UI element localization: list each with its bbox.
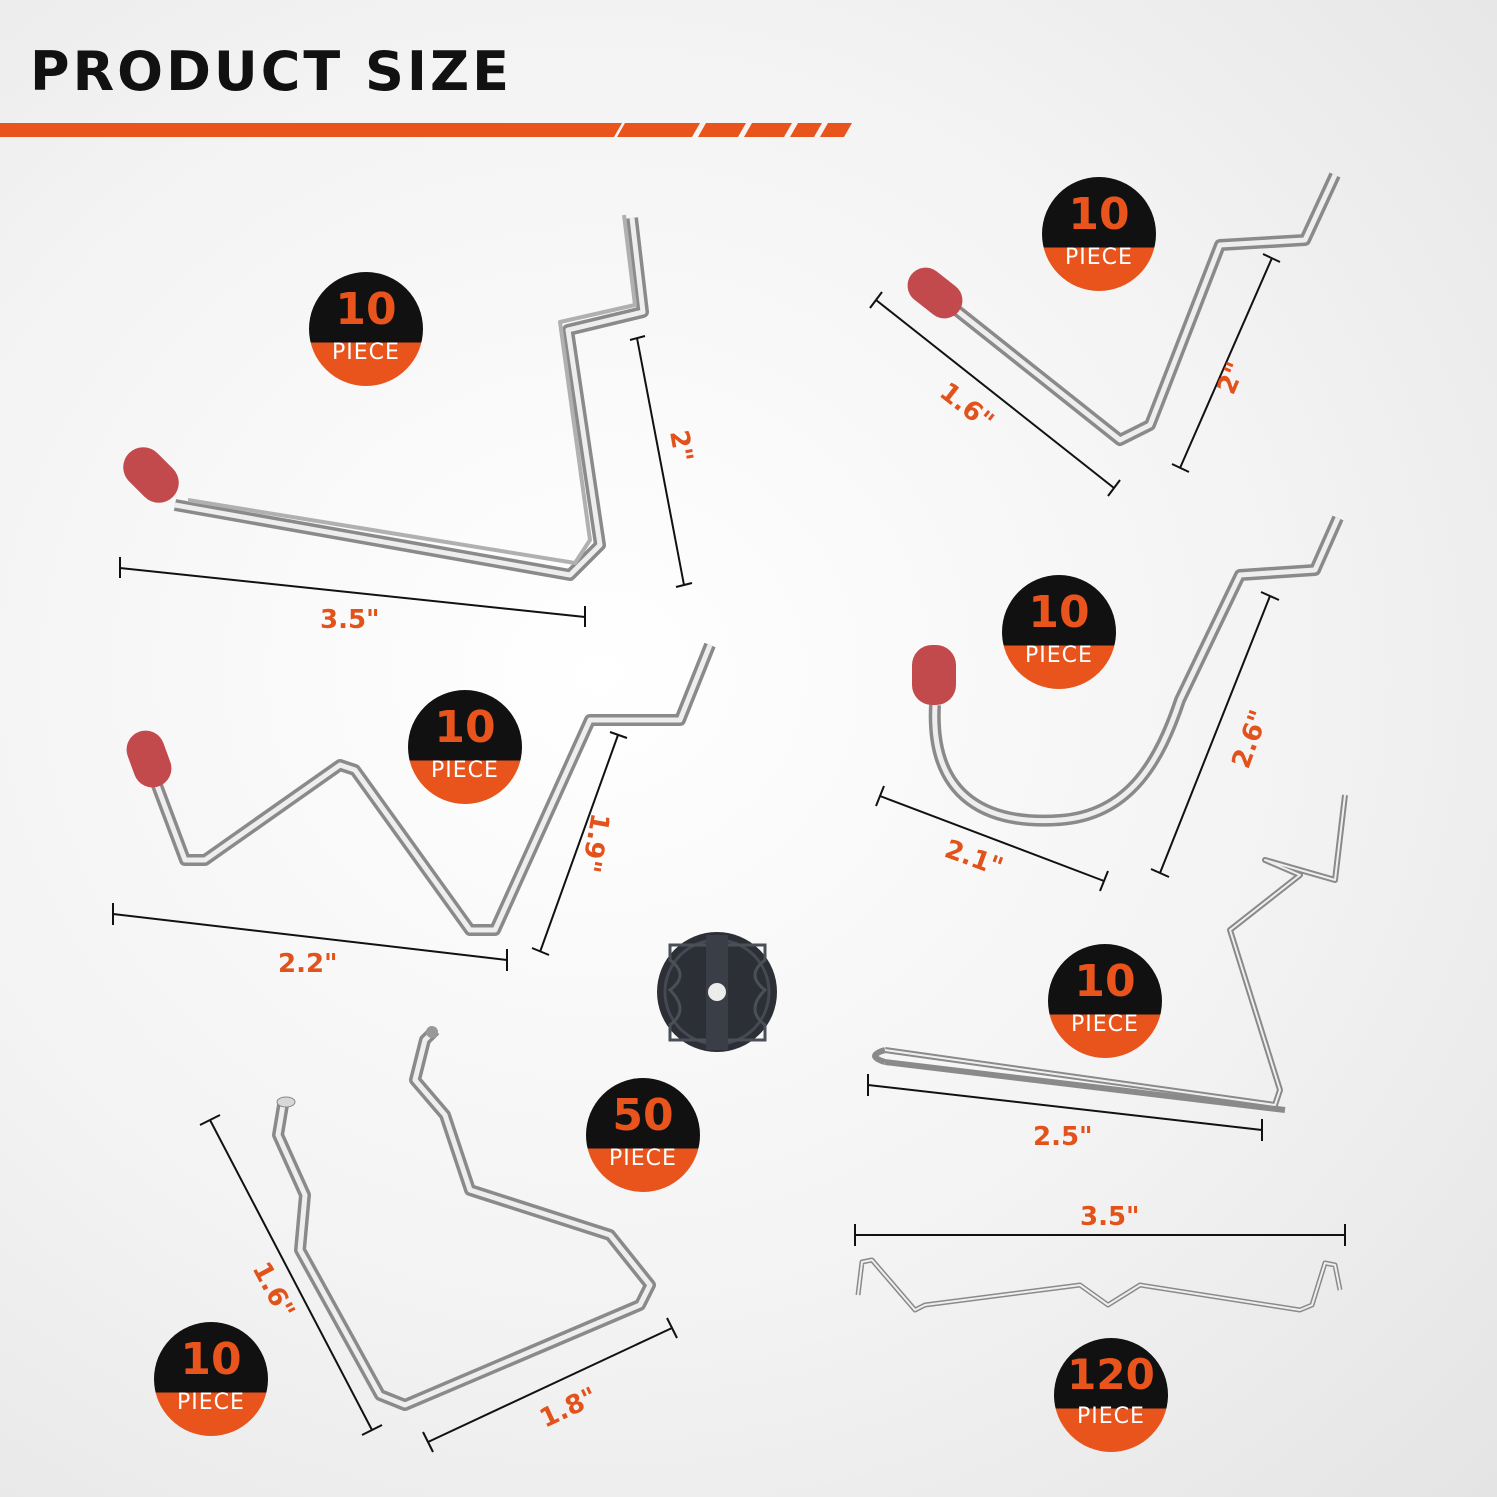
badge-angled-hook: 10 PIECE bbox=[1042, 177, 1156, 291]
badge-straight-hook: 10 PIECE bbox=[1048, 944, 1162, 1058]
badge-long-hook: 10 PIECE bbox=[309, 272, 423, 386]
straight-hook-drawing bbox=[872, 794, 1348, 1113]
header-stripe bbox=[0, 123, 852, 137]
page-title: PRODUCT SIZE bbox=[30, 40, 513, 103]
badge-lock-washer: 50 PIECE bbox=[586, 1078, 700, 1192]
badge-count: 10 bbox=[1068, 188, 1130, 240]
peg-clip-drawing bbox=[855, 1257, 1343, 1313]
badge-unit: PIECE bbox=[1065, 245, 1133, 271]
long-hook-height: 2" bbox=[663, 428, 698, 464]
badge-zigzag-hook: 10 PIECE bbox=[408, 690, 522, 804]
double-loop-hook-drawing bbox=[272, 1025, 656, 1411]
badge-count: 50 bbox=[612, 1089, 674, 1141]
badge-count: 10 bbox=[180, 1333, 242, 1385]
badge-unit: PIECE bbox=[177, 1390, 245, 1416]
j-hook-width: 2.1" bbox=[941, 834, 1007, 883]
badge-count: 10 bbox=[1028, 586, 1090, 638]
lock-washer-drawing bbox=[657, 932, 777, 1052]
j-hook-dim-lines bbox=[875, 591, 1280, 892]
double-loop-hook-height: 1.6" bbox=[246, 1257, 300, 1324]
badge-unit: PIECE bbox=[1071, 1012, 1139, 1038]
j-hook-height: 2.6" bbox=[1226, 706, 1275, 772]
double-loop-hook-width: 1.8" bbox=[535, 1382, 602, 1434]
badge-count: 10 bbox=[1074, 955, 1136, 1007]
badge-unit: PIECE bbox=[1077, 1404, 1145, 1430]
zigzag-hook-height: 1.9" bbox=[575, 811, 615, 875]
badge-peg-clip: 120 PIECE bbox=[1054, 1338, 1168, 1452]
angled-hook-dim-lines bbox=[869, 253, 1281, 497]
long-hook-width: 3.5" bbox=[320, 605, 380, 635]
badge-unit: PIECE bbox=[332, 340, 400, 366]
badge-unit: PIECE bbox=[1025, 643, 1093, 669]
badge-count: 10 bbox=[434, 701, 496, 753]
straight-hook-width: 2.5" bbox=[1033, 1122, 1093, 1152]
double-loop-hook-dim-lines bbox=[199, 1114, 678, 1453]
badge-unit: PIECE bbox=[431, 758, 499, 784]
badge-unit: PIECE bbox=[609, 1146, 677, 1172]
zigzag-hook-drawing bbox=[126, 642, 716, 936]
peg-clip-width: 3.5" bbox=[1080, 1202, 1140, 1232]
long-hook-drawing bbox=[123, 214, 649, 581]
angled-hook-height: 2" bbox=[1212, 358, 1252, 399]
angled-hook-drawing bbox=[907, 172, 1341, 446]
zigzag-hook-dim-lines bbox=[112, 731, 628, 971]
badge-count: 10 bbox=[335, 283, 397, 335]
badge-double-loop-hook: 10 PIECE bbox=[154, 1322, 268, 1436]
badge-j-hook: 10 PIECE bbox=[1002, 575, 1116, 689]
angled-hook-length: 1.6" bbox=[934, 377, 999, 437]
peg-clip-dim-lines bbox=[854, 1224, 1346, 1246]
j-hook-drawing bbox=[912, 515, 1344, 827]
long-hook-dim-lines bbox=[119, 335, 693, 627]
badge-count: 120 bbox=[1067, 1349, 1155, 1399]
zigzag-hook-width: 2.2" bbox=[278, 949, 338, 979]
straight-hook-dim-lines bbox=[867, 1074, 1263, 1141]
